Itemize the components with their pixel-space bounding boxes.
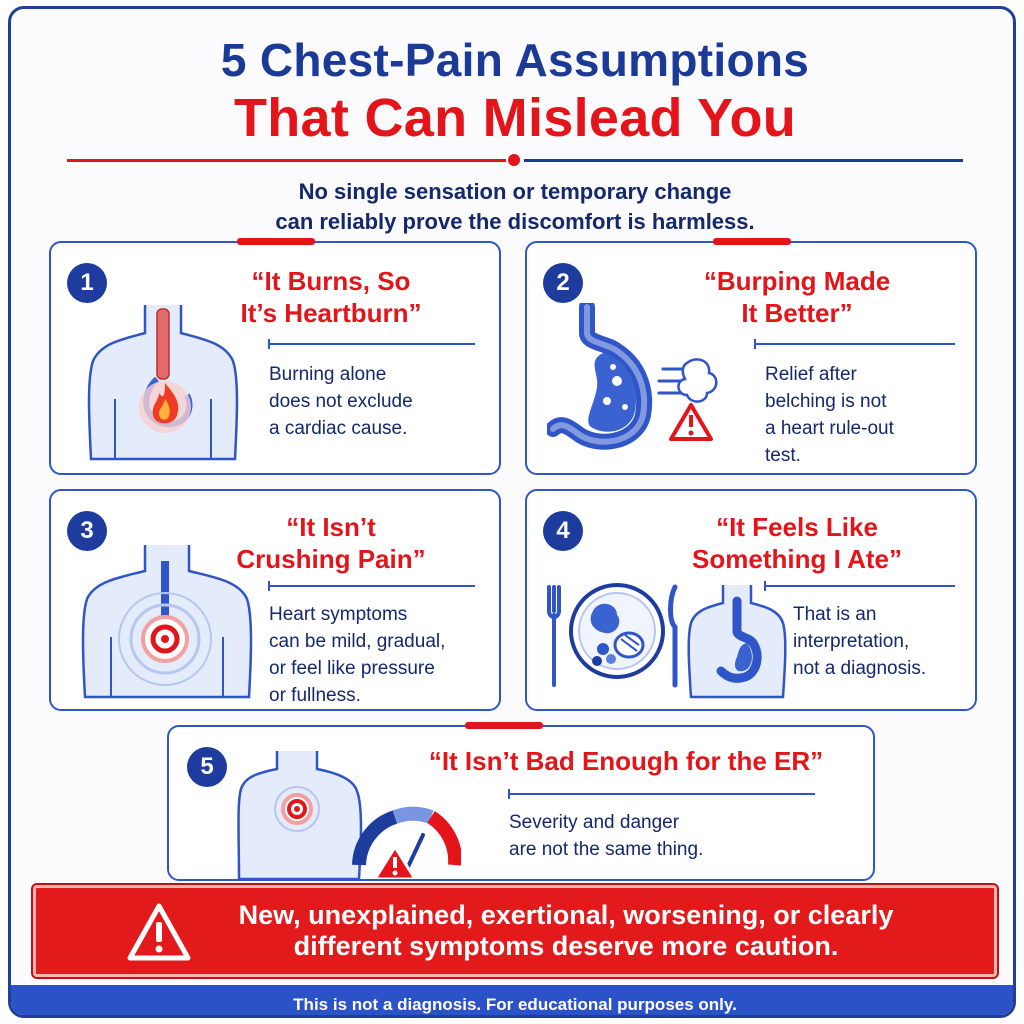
card-text: That is an interpretation, not a diagnos…: [793, 601, 973, 682]
stomach-warning-icon: [547, 303, 718, 450]
card-text-line: a cardiac cause.: [269, 418, 408, 439]
warning-triangle-icon: [127, 903, 191, 961]
caution-line-2: different symptoms deserve more caution.: [293, 931, 839, 961]
caution-banner: New, unexplained, exertional, worsening,…: [31, 883, 999, 979]
card-text-line: Heart symptoms: [269, 604, 408, 625]
subtitle: No single sensation or temporary change …: [11, 177, 1013, 237]
card-divider: [508, 789, 815, 799]
footer-disclaimer: This is not a diagnosis. For educational…: [11, 985, 1013, 1015]
title-divider-dot: [508, 154, 520, 166]
card-title-line-1: “Burping Made: [703, 266, 891, 296]
card-text-line: Burning alone: [269, 364, 387, 385]
card-tab: [713, 238, 791, 245]
caution-line-1: New, unexplained, exertional, worsening,…: [238, 900, 894, 930]
card-5: 5 “It Isn’t Bad Enough for the ER” Sever…: [167, 722, 875, 881]
card-title: “It Feels Like Something I Ate”: [647, 511, 947, 575]
card-text-line: are not the same thing.: [509, 839, 704, 860]
gauge-warning-icon: [237, 751, 461, 879]
card-text-line: Severity and danger: [509, 812, 680, 833]
card-text: Burning alone does not exclude a cardiac…: [269, 361, 489, 442]
card-number-badge: 1: [67, 263, 107, 303]
card-3: 3 “It Isn’t Crushing Pain” Heart symptom…: [49, 489, 501, 711]
title-line-2: That Can Mislead You: [233, 88, 797, 148]
card-title-line-1: “It Isn’t: [286, 512, 376, 542]
card-text: Severity and danger are not the same thi…: [509, 809, 849, 863]
torso-flame-icon: [87, 305, 239, 461]
torso-stomach-icon: [687, 585, 787, 699]
card-text-line: a heart rule-out: [765, 418, 894, 439]
card-number-badge: 4: [543, 511, 583, 551]
card-2: 2 “Burping Made It Better” Relief after …: [525, 238, 977, 475]
card-title: “Burping Made It Better”: [647, 265, 947, 329]
card-text: Heart symptoms can be mild, gradual, or …: [269, 601, 497, 709]
card-title: “It Burns, So It’s Heartburn”: [201, 265, 461, 329]
card-text-line: interpretation,: [793, 631, 910, 652]
card-text-line: can be mild, gradual,: [269, 631, 446, 652]
card-number-badge: 3: [67, 511, 107, 551]
card-title-line-1: “It Burns, So: [251, 266, 411, 296]
subtitle-line-2: can reliably prove the discomfort is har…: [275, 209, 755, 234]
meal-plate-icon: [547, 583, 678, 688]
card-title-line-2: Crushing Pain”: [236, 544, 426, 574]
card-text-line: or fullness.: [269, 685, 361, 706]
card-text-line: does not exclude: [269, 391, 413, 412]
card-text-line: or feel like pressure: [269, 658, 435, 679]
card-1: 1 “It Burns, So It’s Heartburn” Burning …: [49, 238, 501, 475]
card-number-badge: 2: [543, 263, 583, 303]
card-divider: [754, 339, 955, 349]
card-title: “It Isn’t Crushing Pain”: [201, 511, 461, 575]
card-title-line-1: “It Feels Like: [716, 512, 878, 542]
subtitle-line-1: No single sensation or temporary change: [298, 179, 732, 204]
card-text-line: Relief after: [765, 364, 857, 385]
card-text-line: belching is not: [765, 391, 887, 412]
card-number-badge: 5: [187, 747, 227, 787]
caution-text: New, unexplained, exertional, worsening,…: [206, 900, 926, 962]
card-text-line: That is an: [793, 604, 877, 625]
card-4: 4 “It Feels Like Something I Ate” That i…: [525, 489, 977, 711]
card-text: Relief after belching is not a heart rul…: [765, 361, 965, 469]
card-tab: [237, 238, 315, 245]
torso-target-icon: [81, 545, 253, 699]
infographic-frame: 5 Chest-Pain Assumptions That Can Mislea…: [8, 6, 1016, 1018]
card-title: “It Isn’t Bad Enough for the ER”: [428, 746, 824, 776]
card-text-line: not a diagnosis.: [793, 658, 927, 679]
card-title-line-2: Something I Ate”: [692, 544, 902, 574]
card-title-line-2: It’s Heartburn”: [240, 298, 422, 328]
card-divider: [268, 581, 475, 591]
card-divider: [764, 581, 955, 591]
title-line-1: 5 Chest-Pain Assumptions: [220, 34, 810, 86]
card-title-line-2: It Better”: [741, 298, 853, 328]
card-text-line: test.: [765, 445, 801, 466]
card-divider: [268, 339, 475, 349]
card-tab: [465, 722, 543, 729]
